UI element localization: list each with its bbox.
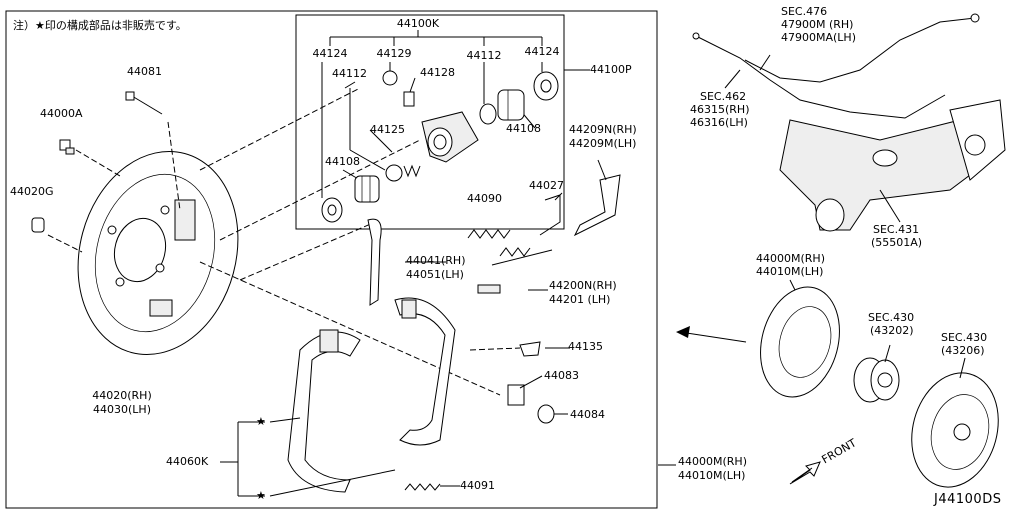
label-44051: 44051(LH) <box>406 268 464 281</box>
label-44020-rh: 44020(RH) <box>92 389 152 402</box>
label-43202: (43202) <box>870 324 914 337</box>
label-44100P: 44100P <box>590 63 632 76</box>
label-44010M-right: 44010M(LH) <box>756 265 824 278</box>
axle-beam <box>779 99 1006 232</box>
label-44124-left: 44124 <box>312 47 348 60</box>
label-44108-right: 44108 <box>506 122 541 135</box>
shoe-kit-bracket <box>220 417 396 497</box>
note-text: 注）★印の構成部品は非販売です。 <box>13 19 187 32</box>
label-44112-right: 44112 <box>466 49 502 62</box>
label-44108-left: 44108 <box>325 155 360 168</box>
label-44030-lh: 44030(LH) <box>93 403 151 416</box>
inset-drum <box>911 372 999 488</box>
wheel-cylinder-parts <box>321 70 559 223</box>
label-44083: 44083 <box>544 369 579 382</box>
brake-line-assembly <box>692 13 980 119</box>
label-46315: 46315(RH) <box>690 103 750 116</box>
label-47900MA: 47900MA(LH) <box>781 31 856 44</box>
outside-leader-lines <box>405 159 676 487</box>
label-44209M: 44209M(LH) <box>569 137 637 150</box>
label-44081: 44081 <box>127 65 162 78</box>
assembly-dashed-lines <box>47 87 521 396</box>
inset-arrow <box>676 326 747 343</box>
label-sec431: SEC.431 <box>873 223 920 236</box>
inset-hub <box>853 357 900 403</box>
star-mark-upper: ★ <box>256 415 266 428</box>
label-44090: 44090 <box>467 192 502 205</box>
label-44027: 44027 <box>529 179 564 192</box>
label-44020G: 44020G <box>10 185 54 198</box>
label-44129: 44129 <box>376 47 412 60</box>
label-44010M-bottom: 44010M(LH) <box>678 469 746 482</box>
section-leader-lines <box>724 54 966 379</box>
label-44000M-bottom: 44000M(RH) <box>678 455 747 468</box>
label-44100K: 44100K <box>396 17 440 30</box>
main-frame <box>5 10 658 509</box>
inset-backing-plate <box>760 286 840 398</box>
label-sec430-drum: SEC.430 <box>941 331 988 344</box>
label-44135: 44135 <box>568 340 603 353</box>
star-mark-lower: ★ <box>256 489 266 502</box>
label-44125: 44125 <box>370 123 405 136</box>
brake-shoes <box>287 297 456 493</box>
plug-44020G <box>31 217 45 233</box>
label-55501A: (55501A) <box>871 236 923 249</box>
label-44200N: 44200N(RH) <box>549 279 617 292</box>
label-47900M: 47900M (RH) <box>781 18 854 31</box>
label-44060K: 44060K <box>166 455 209 468</box>
label-sec476: SEC.476 <box>781 5 828 18</box>
front-arrow <box>789 461 821 485</box>
diagram-code: J44100DS <box>934 492 1002 507</box>
label-sec430-hub: SEC.430 <box>868 311 915 324</box>
label-44124-right: 44124 <box>524 45 560 58</box>
bolt-44081 <box>125 91 163 115</box>
label-44084: 44084 <box>570 408 605 421</box>
label-44041: 44041(RH) <box>406 254 466 267</box>
kit-bracket-lines <box>329 30 543 46</box>
wheel-cylinder-kit-box <box>295 14 565 230</box>
springs-and-levers <box>367 174 621 491</box>
label-44201: 44201 (LH) <box>549 293 611 306</box>
label-44128: 44128 <box>420 66 455 79</box>
label-44112-left: 44112 <box>332 67 367 80</box>
label-43206: (43206) <box>941 344 985 357</box>
label-44000A: 44000A <box>40 107 83 120</box>
nut-44000A <box>59 139 75 155</box>
label-sec462: SEC.462 <box>700 90 747 103</box>
label-44000M-right: 44000M(RH) <box>756 252 825 265</box>
label-46316: 46316(LH) <box>690 116 748 129</box>
backing-plate <box>77 150 239 356</box>
label-44209N: 44209N(RH) <box>569 123 637 136</box>
label-44091: 44091 <box>460 479 495 492</box>
